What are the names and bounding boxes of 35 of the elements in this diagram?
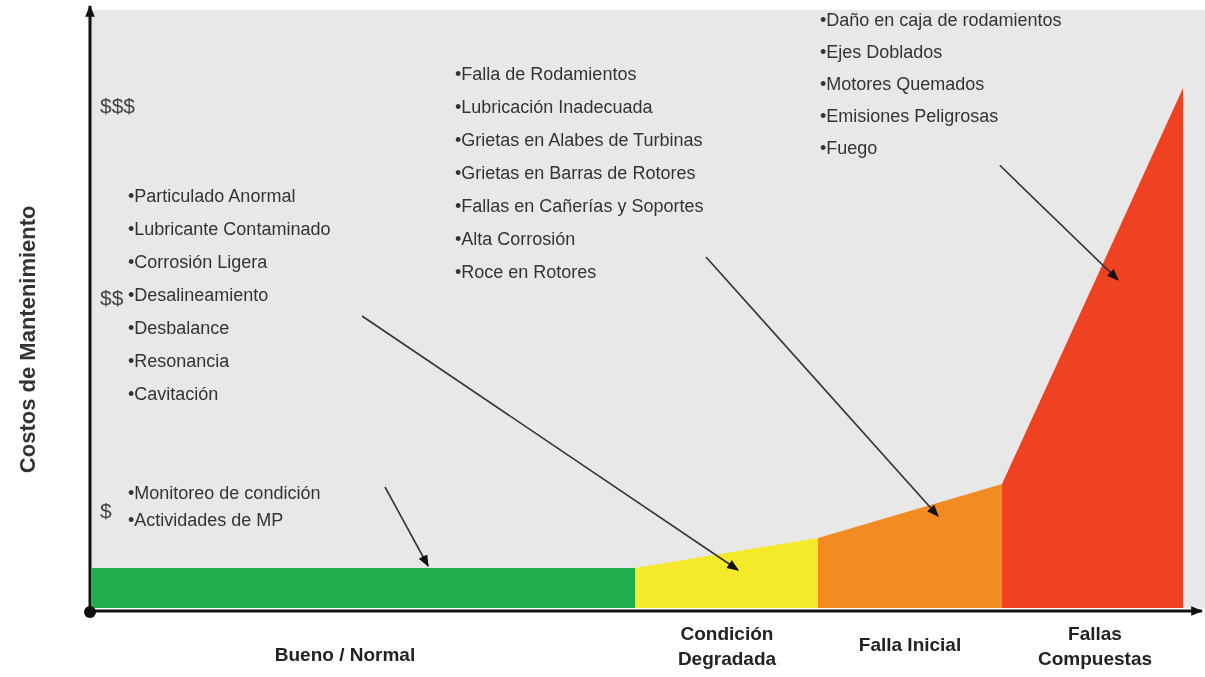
list-item: •Fallas en Cañerías y Soportes <box>455 195 704 218</box>
list-item: •Emisiones Peligrosas <box>820 105 999 128</box>
list-item: •Lubricante Contaminado <box>128 218 331 241</box>
category-label: Condición Degradada <box>676 622 778 671</box>
category-label: Fallas Compuestas <box>1037 622 1153 671</box>
list-item: •Roce en Rotores <box>455 261 597 284</box>
list-item: •Desbalance <box>128 317 230 340</box>
cost-area <box>635 538 818 608</box>
list-item: •Grietas en Alabes de Turbinas <box>455 129 703 152</box>
category-label: Falla Inicial <box>857 633 963 657</box>
list-item: •Lubricación Inadecuada <box>455 96 653 119</box>
list-item: •Resonancia <box>128 350 230 373</box>
leader-arrow <box>361 315 739 571</box>
list-item: •Alta Corrosión <box>455 228 576 251</box>
axis-tick-label: $$$ <box>100 93 137 119</box>
list-item: •Motores Quemados <box>820 73 985 96</box>
leader-arrow <box>384 486 429 568</box>
cost-bar <box>92 568 635 608</box>
leader-arrow <box>999 164 1119 281</box>
list-item: •Falla de Rodamientos <box>455 63 637 86</box>
list-item: •Grietas en Barras de Rotores <box>455 162 696 185</box>
list-item: •Desalineamiento <box>128 284 269 307</box>
list-item: •Actividades de MP <box>128 509 284 532</box>
list-item: •Cavitación <box>128 383 219 406</box>
list-item: •Monitoreo de condición <box>128 482 321 505</box>
list-item: •Corrosión Ligera <box>128 251 268 274</box>
cost-area <box>818 484 1002 608</box>
leader-arrow <box>705 256 939 517</box>
list-item: •Particulado Anormal <box>128 185 296 208</box>
axis-title: Costos de Mantenimiento <box>13 204 41 476</box>
cost-area <box>1002 88 1183 608</box>
list-item: •Fuego <box>820 137 878 160</box>
category-label: Bueno / Normal <box>273 643 417 667</box>
list-item: •Daño en caja de rodamientos <box>820 9 1062 32</box>
list-item: •Ejes Doblados <box>820 41 943 64</box>
